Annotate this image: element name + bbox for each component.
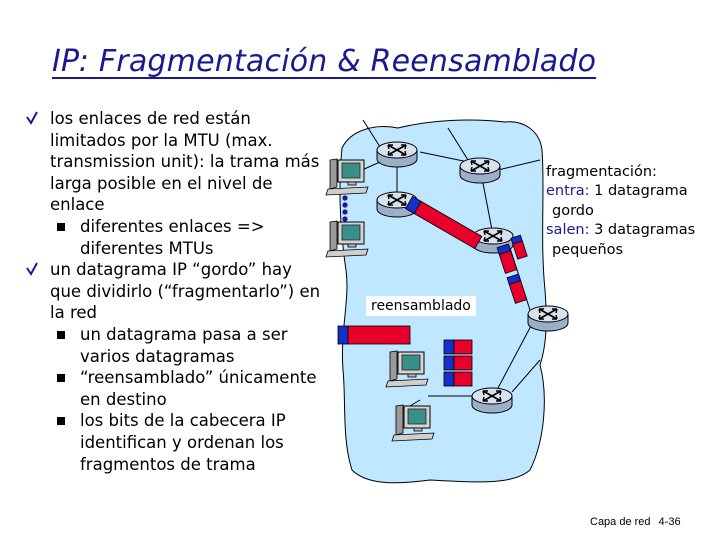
bullet-text: los enlaces de red están limitados por l… bbox=[50, 109, 320, 215]
out-text: 3 datagramas bbox=[594, 222, 696, 239]
footer-page: 4-36 bbox=[658, 516, 681, 528]
sub-bullet-item: los bits de la cabecera IP identifican y… bbox=[24, 410, 324, 475]
fragmentation-caption: fragmentación: entra: 1 datagrama gordo … bbox=[546, 163, 695, 260]
out-text-cont: pequeños bbox=[552, 241, 624, 258]
sub-bullet-text: “reensamblado” únicamente en destino bbox=[80, 368, 317, 409]
fragment-stack bbox=[443, 339, 473, 387]
out-line: salen: 3 datagramas bbox=[546, 221, 695, 240]
fragment-datagram bbox=[510, 234, 528, 260]
bullet-text: un datagrama IP “gordo” hay que dividirl… bbox=[50, 260, 321, 323]
router-icon bbox=[527, 305, 569, 332]
sub-bullet-text: los bits de la cabecera IP identifican y… bbox=[80, 411, 286, 474]
sub-bullet-item: un datagrama pasa a ser varios datagrama… bbox=[24, 324, 324, 367]
footer-chapter: Capa de red bbox=[590, 516, 651, 528]
in-line: entra: 1 datagrama bbox=[546, 182, 695, 201]
computer-icon bbox=[385, 350, 429, 388]
router-icon bbox=[376, 141, 418, 168]
computer-icon bbox=[325, 158, 369, 196]
checkmark-bullet-icon bbox=[26, 111, 38, 125]
in-label: entra: bbox=[546, 183, 590, 200]
router-icon bbox=[459, 157, 501, 184]
square-bullet-icon bbox=[57, 374, 65, 383]
sub-bullet-text: un datagrama pasa a ser varios datagrama… bbox=[80, 324, 288, 366]
square-bullet-icon bbox=[57, 222, 65, 231]
sub-bullet-text: diferentes enlaces => diferentes MTUs bbox=[80, 216, 265, 258]
ellipsis-icon bbox=[342, 195, 348, 222]
router-icon bbox=[471, 387, 513, 414]
bullet-item-mtu: los enlaces de red están limitados por l… bbox=[24, 108, 324, 216]
in-text-cont: gordo bbox=[552, 202, 594, 219]
fragment-datagram bbox=[496, 243, 518, 274]
bullet-list: los enlaces de red están limitados por l… bbox=[24, 108, 324, 475]
sub-bullet-item: diferentes enlaces => diferentes MTUs bbox=[24, 216, 324, 259]
out-label: salen: bbox=[546, 222, 590, 239]
slide-title: IP: Fragmentación & Reensamblado bbox=[52, 44, 597, 79]
checkmark-bullet-icon bbox=[26, 262, 38, 277]
square-bullet-icon bbox=[57, 417, 65, 426]
bullet-item-fragmentation: un datagrama IP “gordo” hay que dividirl… bbox=[24, 259, 324, 324]
fragmentation-heading: fragmentación: bbox=[546, 164, 657, 180]
fragment-datagram bbox=[506, 273, 528, 304]
computer-icon bbox=[391, 404, 435, 442]
reassembly-label: reensamblado bbox=[366, 296, 476, 316]
in-text: 1 datagrama bbox=[594, 183, 688, 200]
computer-icon bbox=[325, 220, 369, 258]
sub-bullet-item: “reensamblado” únicamente en destino bbox=[24, 367, 324, 410]
slide-footer: Capa de red 4-36 bbox=[590, 516, 689, 528]
fat-datagram bbox=[404, 195, 483, 250]
reassembled-datagram bbox=[337, 325, 411, 345]
square-bullet-icon bbox=[57, 330, 65, 339]
